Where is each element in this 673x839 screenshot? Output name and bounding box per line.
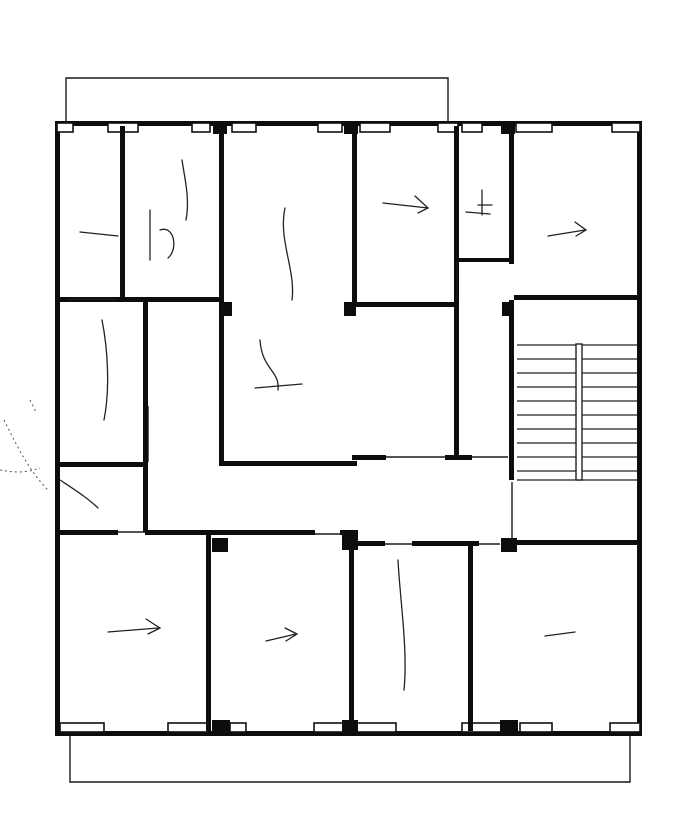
interior-walls-middle bbox=[55, 300, 472, 535]
balcony-bottom bbox=[69, 736, 631, 783]
interior-walls-bottom bbox=[206, 535, 640, 731]
stairwell bbox=[517, 343, 637, 481]
windows-bottom bbox=[59, 722, 641, 733]
hand-annotations bbox=[0, 159, 588, 691]
balcony-top bbox=[65, 77, 449, 122]
